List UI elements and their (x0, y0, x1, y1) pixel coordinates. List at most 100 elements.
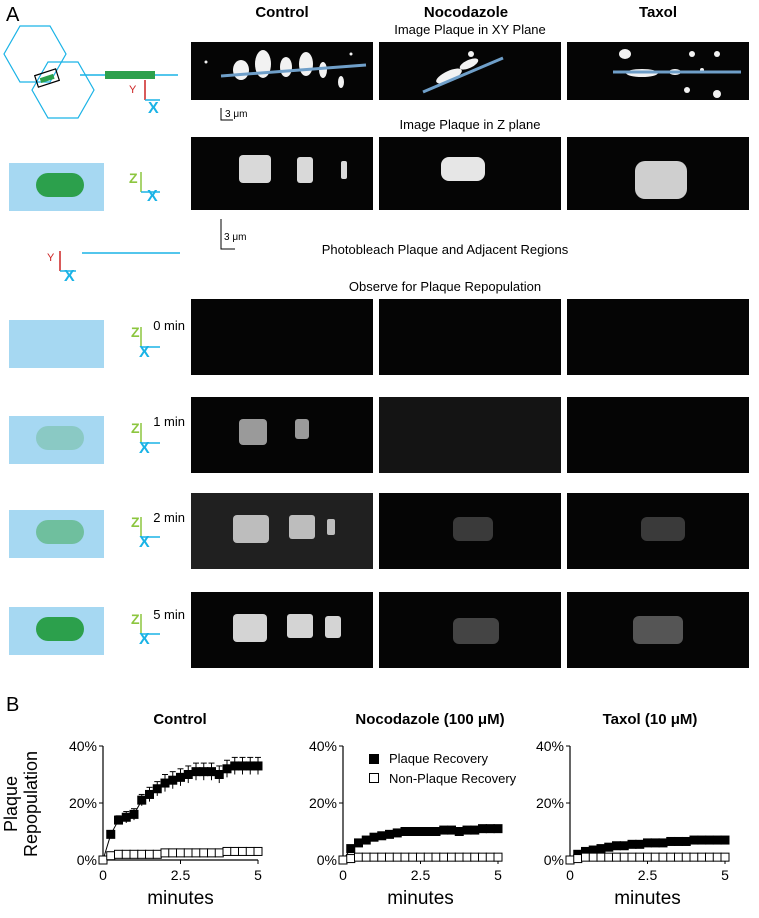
image-xy-control (191, 42, 373, 100)
plaque-point-0-6 (145, 789, 154, 799)
x-letter-1min: X (139, 440, 150, 457)
image-0min-nocodazole (379, 299, 561, 375)
nonplaque-point-2-14 (674, 852, 683, 862)
column-header-taxol: Taxol (638, 4, 678, 21)
plaque-point-1-13 (439, 825, 449, 835)
schematic-2min-plaque (36, 520, 84, 544)
image-1min-taxol (567, 397, 749, 473)
scan-line-control (220, 63, 367, 78)
plaque-point-0-19 (245, 761, 255, 771)
plaque-point-2-13 (666, 836, 676, 846)
nonplaque-point-1-3 (361, 852, 371, 862)
nonplaque-point-0-6 (145, 849, 154, 859)
z-letter-1min: Z (131, 420, 140, 436)
schematic-1min-plaque (36, 426, 84, 450)
nonplaque-point-0-3 (121, 849, 131, 859)
axis-icon-1min (140, 423, 160, 444)
plaque-point-2-16 (689, 835, 699, 845)
nonplaque-point-2-7 (619, 852, 629, 862)
nonplaque-point-0-9 (168, 848, 178, 858)
nonplaque-point-0-4 (129, 849, 139, 859)
nonplaque-point-2-13 (666, 852, 676, 862)
nonplaque-point-0-15 (214, 848, 224, 858)
y-tick-label-2-2: 40% (536, 738, 564, 754)
y-tick-label-0-0: 0% (77, 852, 97, 868)
plaque-point-1-9 (408, 827, 418, 836)
plaque-point-2-9 (635, 839, 645, 849)
plaque-point-1-3 (361, 835, 371, 845)
schematic-2min (9, 510, 104, 558)
nonplaque-point-2-17 (697, 852, 707, 862)
plaque-point-0-13 (199, 767, 209, 777)
scale-bar-1-label: 3 μm (225, 109, 248, 120)
image-2min-control (191, 493, 373, 569)
schematic-0min (9, 320, 104, 368)
column-header-nocodazole: Nocodazole (423, 4, 509, 21)
nonplaque-point-1-17 (470, 852, 480, 862)
column-header-control: Control (255, 4, 309, 21)
plaque-mark (39, 73, 55, 84)
y-tick-label-1-2: 40% (309, 738, 337, 754)
nonplaque-point-0-7 (152, 849, 162, 859)
nonplaque-point-2-2 (581, 852, 590, 862)
plaque-point-0-17 (230, 761, 240, 771)
image-xy-nocodazole (379, 42, 561, 100)
nonplaque-point-0-8 (160, 848, 170, 858)
nonplaque-point-2-11 (650, 852, 660, 862)
nonplaque-point-2-3 (588, 852, 598, 862)
x-tick-label-0-2: 5 (254, 867, 262, 883)
x-axis-label-2: minutes (614, 888, 681, 909)
x-axis-label-1: minutes (387, 888, 454, 909)
nonplaque-point-1-20 (493, 852, 503, 862)
legend-plaque-recovery: Plaque Recovery (389, 751, 488, 766)
y-tick-label-2-0: 0% (544, 852, 564, 868)
nonplaque-point-0-1 (106, 851, 116, 861)
plaque-point-1-6 (385, 829, 394, 839)
schematic-1min (9, 416, 104, 464)
z-schematic-plaque (36, 173, 84, 197)
x-letter-2min: X (139, 534, 150, 551)
photobleach-x-letter: X (64, 268, 75, 285)
z-axis-icon (140, 172, 160, 193)
y-tick-label-1-0: 0% (317, 852, 337, 868)
plaque-point-1-16 (462, 825, 472, 835)
y-tick-label-1-1: 20% (309, 795, 337, 811)
plaque-point-1-5 (377, 831, 387, 841)
plaque-point-2-10 (643, 838, 652, 848)
z-letter-5min: Z (131, 611, 140, 627)
nonplaque-point-0-19 (245, 846, 255, 856)
legend-open-square (369, 773, 379, 783)
photobleach-schematic (59, 251, 180, 272)
plaque-point-0-11 (183, 770, 193, 779)
nonplaque-point-1-19 (485, 852, 495, 862)
x-tick-label-0-0: 0 (99, 867, 107, 883)
caption-z-plane: Image Plaque in Z plane (399, 117, 541, 132)
plaque-point-2-17 (697, 835, 707, 845)
cell-outline-left (3, 25, 67, 83)
time-label-0min: 0 min (153, 318, 185, 333)
scale-bar-2-label: 3 μm (224, 232, 247, 243)
image-xy-taxol (567, 42, 749, 100)
image-1min-nocodazole (379, 397, 561, 473)
plaque-point-0-1 (106, 829, 116, 839)
image-2min-taxol (567, 493, 749, 569)
plaque-point-0-5 (137, 795, 147, 805)
scale-bar-2 (220, 219, 235, 250)
nonplaque-point-1-4 (369, 852, 379, 862)
nonplaque-point-1-16 (462, 852, 472, 862)
scan-line-nocodazole (422, 56, 504, 94)
nonplaque-point-0-17 (230, 846, 240, 856)
nonplaque-point-2-6 (612, 852, 621, 862)
image-5min-control (191, 592, 373, 668)
axis-letter-x: X (148, 100, 159, 117)
image-5min-taxol (567, 592, 749, 668)
plaque-point-1-2 (354, 838, 363, 848)
plaque-point-0-14 (207, 767, 216, 777)
plaque-point-2-18 (705, 835, 714, 845)
schematic-5min-plaque (36, 617, 84, 641)
caption-observe: Observe for Plaque Repopulation (348, 279, 542, 294)
legend-filled-square (369, 754, 379, 764)
nonplaque-point-2-0 (565, 855, 575, 865)
plaque-point-1-1 (346, 844, 356, 854)
nonplaque-point-1-6 (385, 852, 394, 862)
